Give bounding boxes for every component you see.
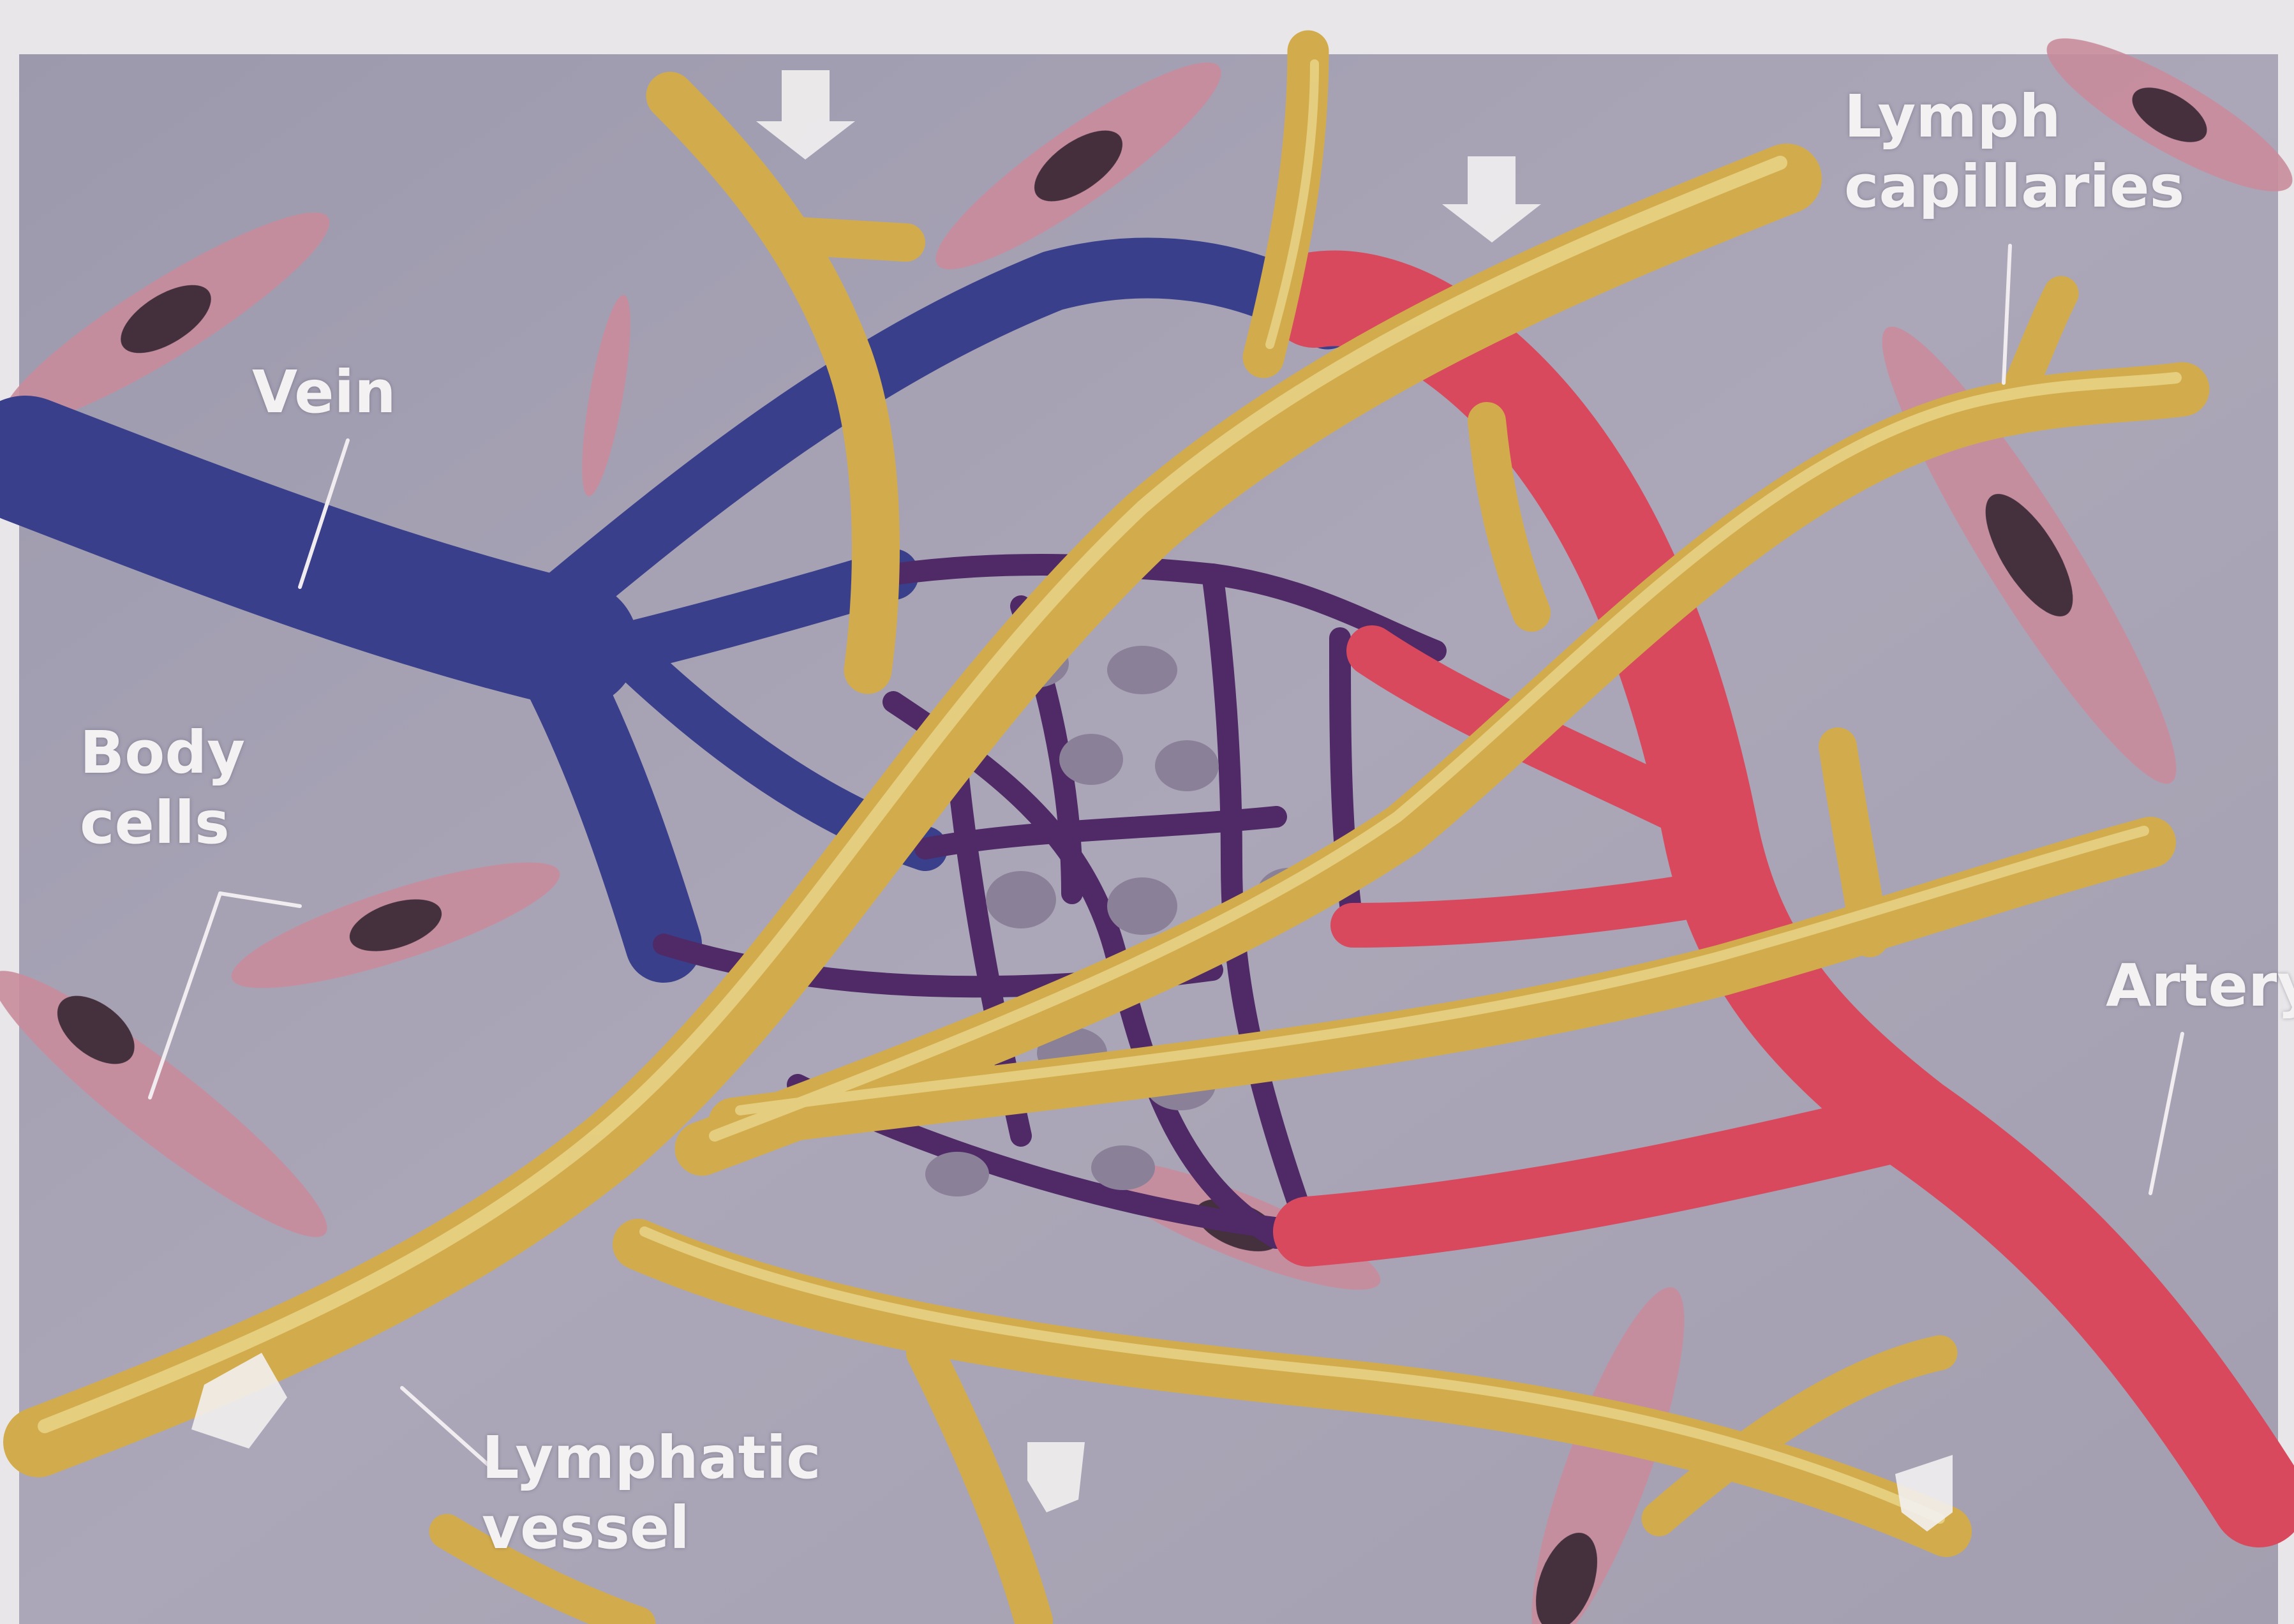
artery-label: Artery <box>2106 951 2294 1021</box>
lymphatic-vessel-label-line1: Lymphatic <box>482 1423 821 1493</box>
body-cells-label: Body cells <box>80 718 245 858</box>
lymph-capillaries-label: Lymph capillaries <box>1844 82 2184 222</box>
lymph-capillaries-label-line2: capillaries <box>1844 152 2184 222</box>
vein-label: Vein <box>252 357 396 428</box>
lymph-capillaries-label-line1: Lymph <box>1844 82 2184 152</box>
body-cells-label-line1: Body <box>80 718 245 788</box>
lymphatic-vessel-label: Lymphatic vessel <box>482 1423 821 1563</box>
lymphatic-vessel-label-line2: vessel <box>482 1493 821 1563</box>
body-cells-label-line2: cells <box>80 788 245 858</box>
